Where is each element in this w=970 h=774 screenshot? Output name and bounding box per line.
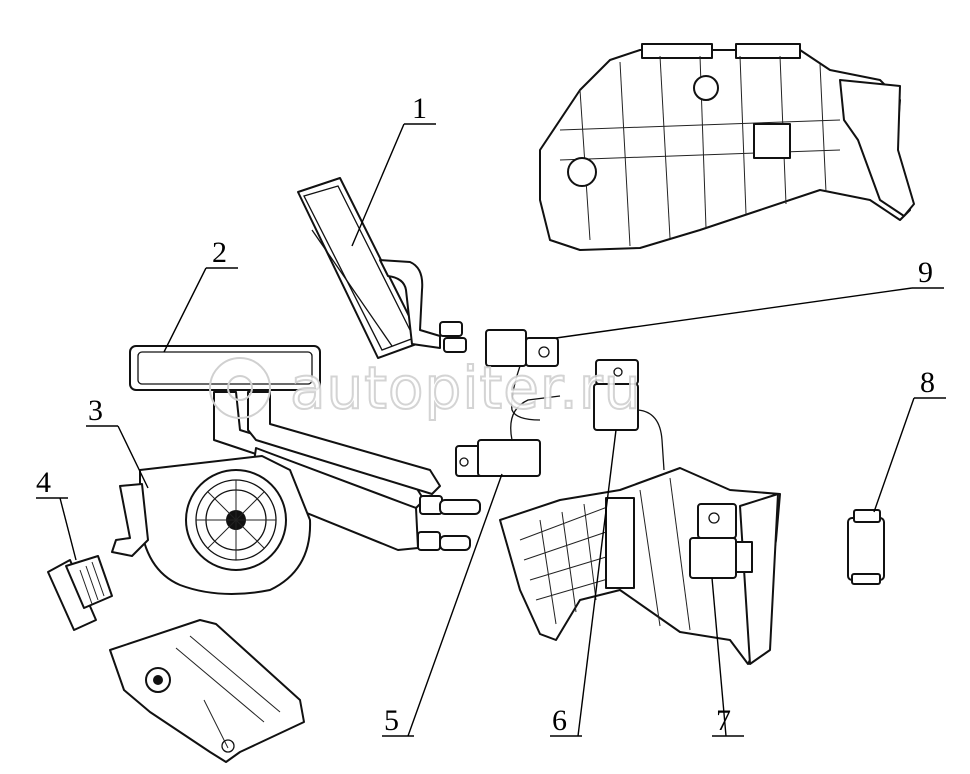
- callout-8: 8: [920, 366, 935, 399]
- callout-1: 1: [412, 92, 427, 125]
- leader-lines: [36, 123, 946, 737]
- callout-2: 2: [212, 236, 227, 269]
- lower-housing: [109, 619, 305, 763]
- evaporator: [129, 345, 481, 551]
- callout-5: 5: [384, 704, 399, 737]
- callout-9: 9: [918, 256, 933, 289]
- actuator-7: [689, 503, 753, 579]
- temperature-sensor: [847, 509, 885, 585]
- heater-core: [297, 177, 467, 359]
- watermark: autopiter.ru: [209, 353, 641, 423]
- actuator-9: [485, 329, 559, 421]
- callout-6: 6: [552, 704, 567, 737]
- actuator-6: [593, 359, 665, 471]
- callout-4: 4: [36, 466, 51, 499]
- callout-labels: 1 2 3 4 5 6 7 8 9: [36, 92, 935, 737]
- actuator-5: [455, 395, 561, 477]
- heater-case: [539, 43, 915, 251]
- watermark-text: autopiter.ru: [290, 354, 641, 422]
- blower-housing: [111, 455, 312, 595]
- callout-7: 7: [716, 704, 731, 737]
- callout-3: 3: [88, 394, 103, 427]
- blower-resistor: [47, 555, 113, 631]
